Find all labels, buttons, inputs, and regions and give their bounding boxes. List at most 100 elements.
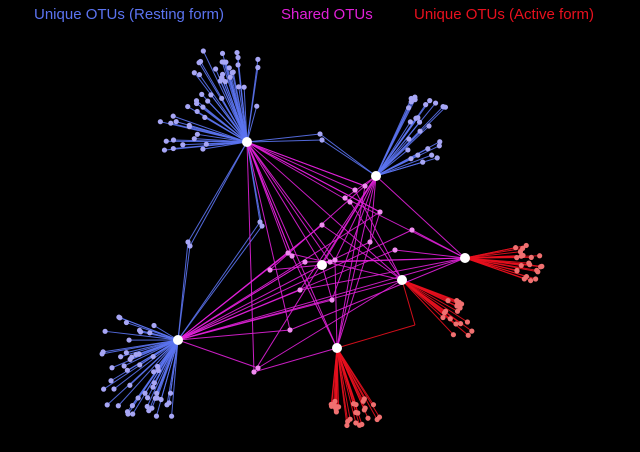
shared-otu-edge: [246, 141, 338, 349]
active-otu-node: [539, 263, 545, 269]
shared-otu-edge: [394, 249, 466, 259]
resting-otu-node: [196, 72, 203, 78]
active-otu-node: [457, 321, 464, 327]
active-otu-node: [454, 298, 460, 304]
shared-otu-edge: [246, 141, 403, 281]
active-otu-edge: [336, 347, 355, 404]
resting-otu-edge: [202, 50, 248, 143]
active-otu-node: [353, 409, 359, 416]
active-otu-edge: [464, 255, 540, 259]
resting-otu-edge: [146, 339, 179, 407]
resting-otu-node: [109, 365, 115, 371]
active-otu-node: [457, 305, 463, 311]
resting-otu-node: [101, 386, 107, 392]
shared-otu-edge: [257, 279, 403, 369]
resting-otu-node: [213, 66, 219, 72]
shared-otu-edge: [321, 224, 403, 281]
resting-otu-node: [126, 337, 132, 343]
active-otu-node: [526, 260, 532, 266]
resting-otu-node: [163, 138, 169, 144]
resting-otu-edge: [123, 339, 179, 367]
resting-otu-node: [416, 119, 423, 125]
resting-otu-node: [408, 156, 414, 162]
resting-otu-edge: [166, 140, 248, 143]
resting-otu-node: [412, 94, 418, 100]
resting-otu-edge: [102, 339, 179, 355]
resting-otu-node: [133, 351, 139, 358]
shared-otu-node: [297, 287, 303, 293]
shared-otu-edge: [246, 141, 255, 373]
active-otu-node: [447, 316, 453, 322]
resting-otu-node: [149, 405, 155, 411]
resting-otu-node: [130, 411, 136, 417]
shared-otu-edge: [177, 329, 291, 341]
resting-otu-node: [193, 100, 200, 107]
resting-otu-node: [226, 65, 232, 71]
shared-otu-edge: [375, 175, 466, 259]
resting-otu-edge: [246, 106, 258, 143]
resting-otu-node: [440, 103, 446, 110]
shared-otu-edge: [177, 279, 403, 341]
active-otu-node: [514, 267, 520, 273]
active-otu-node: [518, 262, 524, 269]
resting-otu-edge: [155, 339, 179, 417]
resting-otu-node: [104, 402, 110, 408]
active-otu-node: [365, 415, 371, 421]
resting-shared-node: [317, 131, 323, 137]
resting-otu-node: [154, 390, 160, 396]
resting-shared-node: [185, 239, 191, 245]
resting-otu-edge: [375, 117, 417, 177]
resting-otu-edge: [207, 100, 248, 143]
resting-otu-node: [420, 159, 426, 165]
shared-otu-node: [377, 209, 383, 215]
resting-shared-edge: [189, 141, 248, 247]
shared-otu-node: [392, 247, 398, 253]
active-otu-node: [520, 252, 526, 259]
active-otu-node: [535, 269, 541, 275]
active-otu-node: [360, 398, 366, 404]
resting-otu-node: [180, 142, 186, 148]
resting-otu-edge: [129, 339, 179, 386]
resting-otu-edge: [193, 72, 248, 143]
shared-otu-node: [327, 259, 333, 265]
sample-node-a2: [397, 275, 407, 285]
resting-otu-edge: [120, 339, 179, 358]
resting-otu-node: [202, 114, 208, 121]
resting-otu-edge: [375, 101, 412, 177]
resting-otu-node: [200, 104, 206, 110]
shared-otu-edge: [246, 141, 381, 213]
resting-otu-edge: [375, 121, 420, 177]
active-otu-node: [344, 422, 350, 429]
active-otu-node: [440, 314, 446, 321]
resting-otu-node: [203, 141, 209, 147]
resting-otu-node: [427, 98, 433, 104]
resting-otu-node: [407, 119, 413, 125]
resting-otu-node: [170, 113, 176, 119]
resting-otu-edge: [221, 98, 248, 143]
resting-otu-node: [157, 119, 163, 125]
resting-otu-node: [123, 350, 129, 356]
resting-otu-edge: [232, 72, 248, 143]
active-otu-node: [528, 254, 534, 260]
active-otu-edge: [401, 279, 468, 323]
shared-otu-edge: [177, 211, 381, 341]
resting-otu-node: [121, 363, 127, 369]
resting-otu-node: [219, 50, 226, 57]
resting-otu-edge: [189, 126, 248, 143]
shared-otu-edge: [253, 347, 338, 373]
resting-otu-node: [205, 98, 211, 104]
active-otu-edge: [401, 279, 458, 312]
active-otu-node: [533, 276, 539, 282]
resting-otu-node: [111, 386, 117, 392]
active-otu-edge: [464, 257, 527, 278]
resting-otu-node: [129, 403, 135, 409]
resting-otu-node: [197, 58, 204, 65]
resting-shared-edge: [246, 139, 323, 143]
active-otu-node: [350, 401, 357, 407]
shared-otu-edge: [246, 141, 323, 266]
resting-shared-edge: [319, 133, 377, 177]
resting-otu-node: [255, 56, 261, 62]
shared-otu-node: [347, 199, 353, 205]
active-otu-node: [514, 255, 520, 261]
resting-otu-node: [432, 100, 439, 106]
